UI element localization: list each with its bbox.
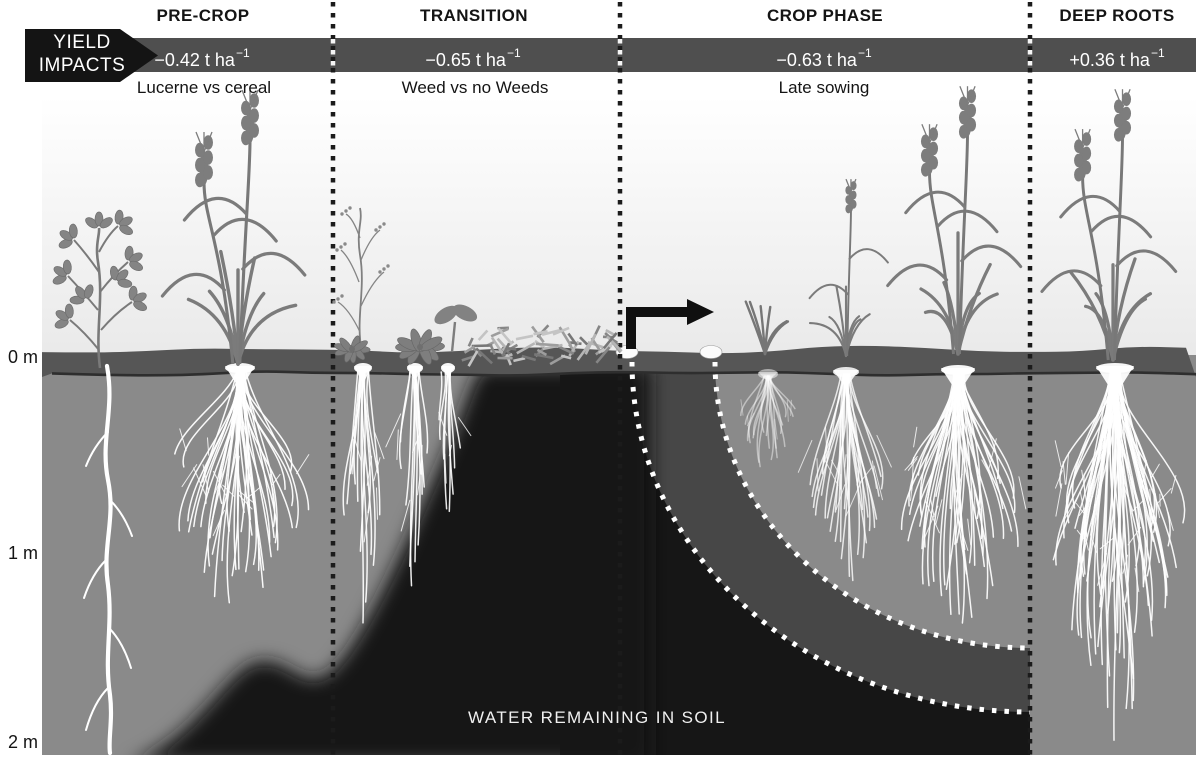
depth-label-1m: 1 m: [7, 543, 38, 563]
depth-label-0m: 0 m: [7, 347, 38, 367]
extraction-front-upper-dotted-curve: [712, 361, 1031, 651]
impact-value-crop-phase: −0.63 t ha−1: [776, 38, 871, 72]
impact-exponent: −1: [1150, 46, 1165, 60]
impact-value-transition: −0.65 t ha−1: [425, 38, 520, 72]
impact-value-text: −0.42 t ha: [154, 50, 235, 70]
seed-marker-2: [699, 345, 723, 359]
impact-value-pre-crop: −0.42 t ha−1: [154, 38, 249, 72]
impact-exponent: −1: [506, 46, 521, 60]
water-remaining-label: WATER REMAINING IN SOIL: [468, 708, 726, 727]
note-transition: Weed vs no Weeds: [401, 78, 549, 97]
phase-header-deep-roots: DEEP ROOTS: [1059, 6, 1175, 25]
yield-impacts-label: YIELD IMPACTS: [22, 31, 142, 77]
phase-header-crop-phase: CROP PHASE: [766, 6, 884, 25]
yield-impacts-arrow: [25, 29, 158, 82]
yield-band: [60, 38, 1196, 72]
yield-impacts-line2: IMPACTS: [38, 55, 126, 76]
phase-header-transition: TRANSITION: [420, 6, 528, 25]
phase-header-pre-crop: PRE-CROP: [156, 6, 250, 25]
impact-value-text: +0.36 t ha: [1069, 50, 1150, 70]
soil-surface-band: [42, 345, 1197, 377]
note-pre-crop: Lucerne vs cereal: [136, 78, 272, 97]
water-remaining-zone: [560, 362, 1030, 755]
impact-value-deep-roots: +0.36 t ha−1: [1069, 38, 1164, 72]
plants: [52, 85, 1178, 369]
yield-impacts-line1: YIELD: [53, 32, 111, 53]
impact-exponent: −1: [857, 46, 872, 60]
water-mound: [147, 367, 650, 755]
root-systems: [83, 363, 1186, 756]
depth-label-2m: 2 m: [7, 732, 38, 752]
phase-dividers: [330, 2, 1033, 755]
note-crop-phase: Late sowing: [778, 78, 870, 97]
impact-exponent: −1: [235, 46, 250, 60]
impact-value-text: −0.65 t ha: [425, 50, 506, 70]
impact-value-text: −0.63 t ha: [776, 50, 857, 70]
sowing-arrow: [626, 299, 714, 349]
